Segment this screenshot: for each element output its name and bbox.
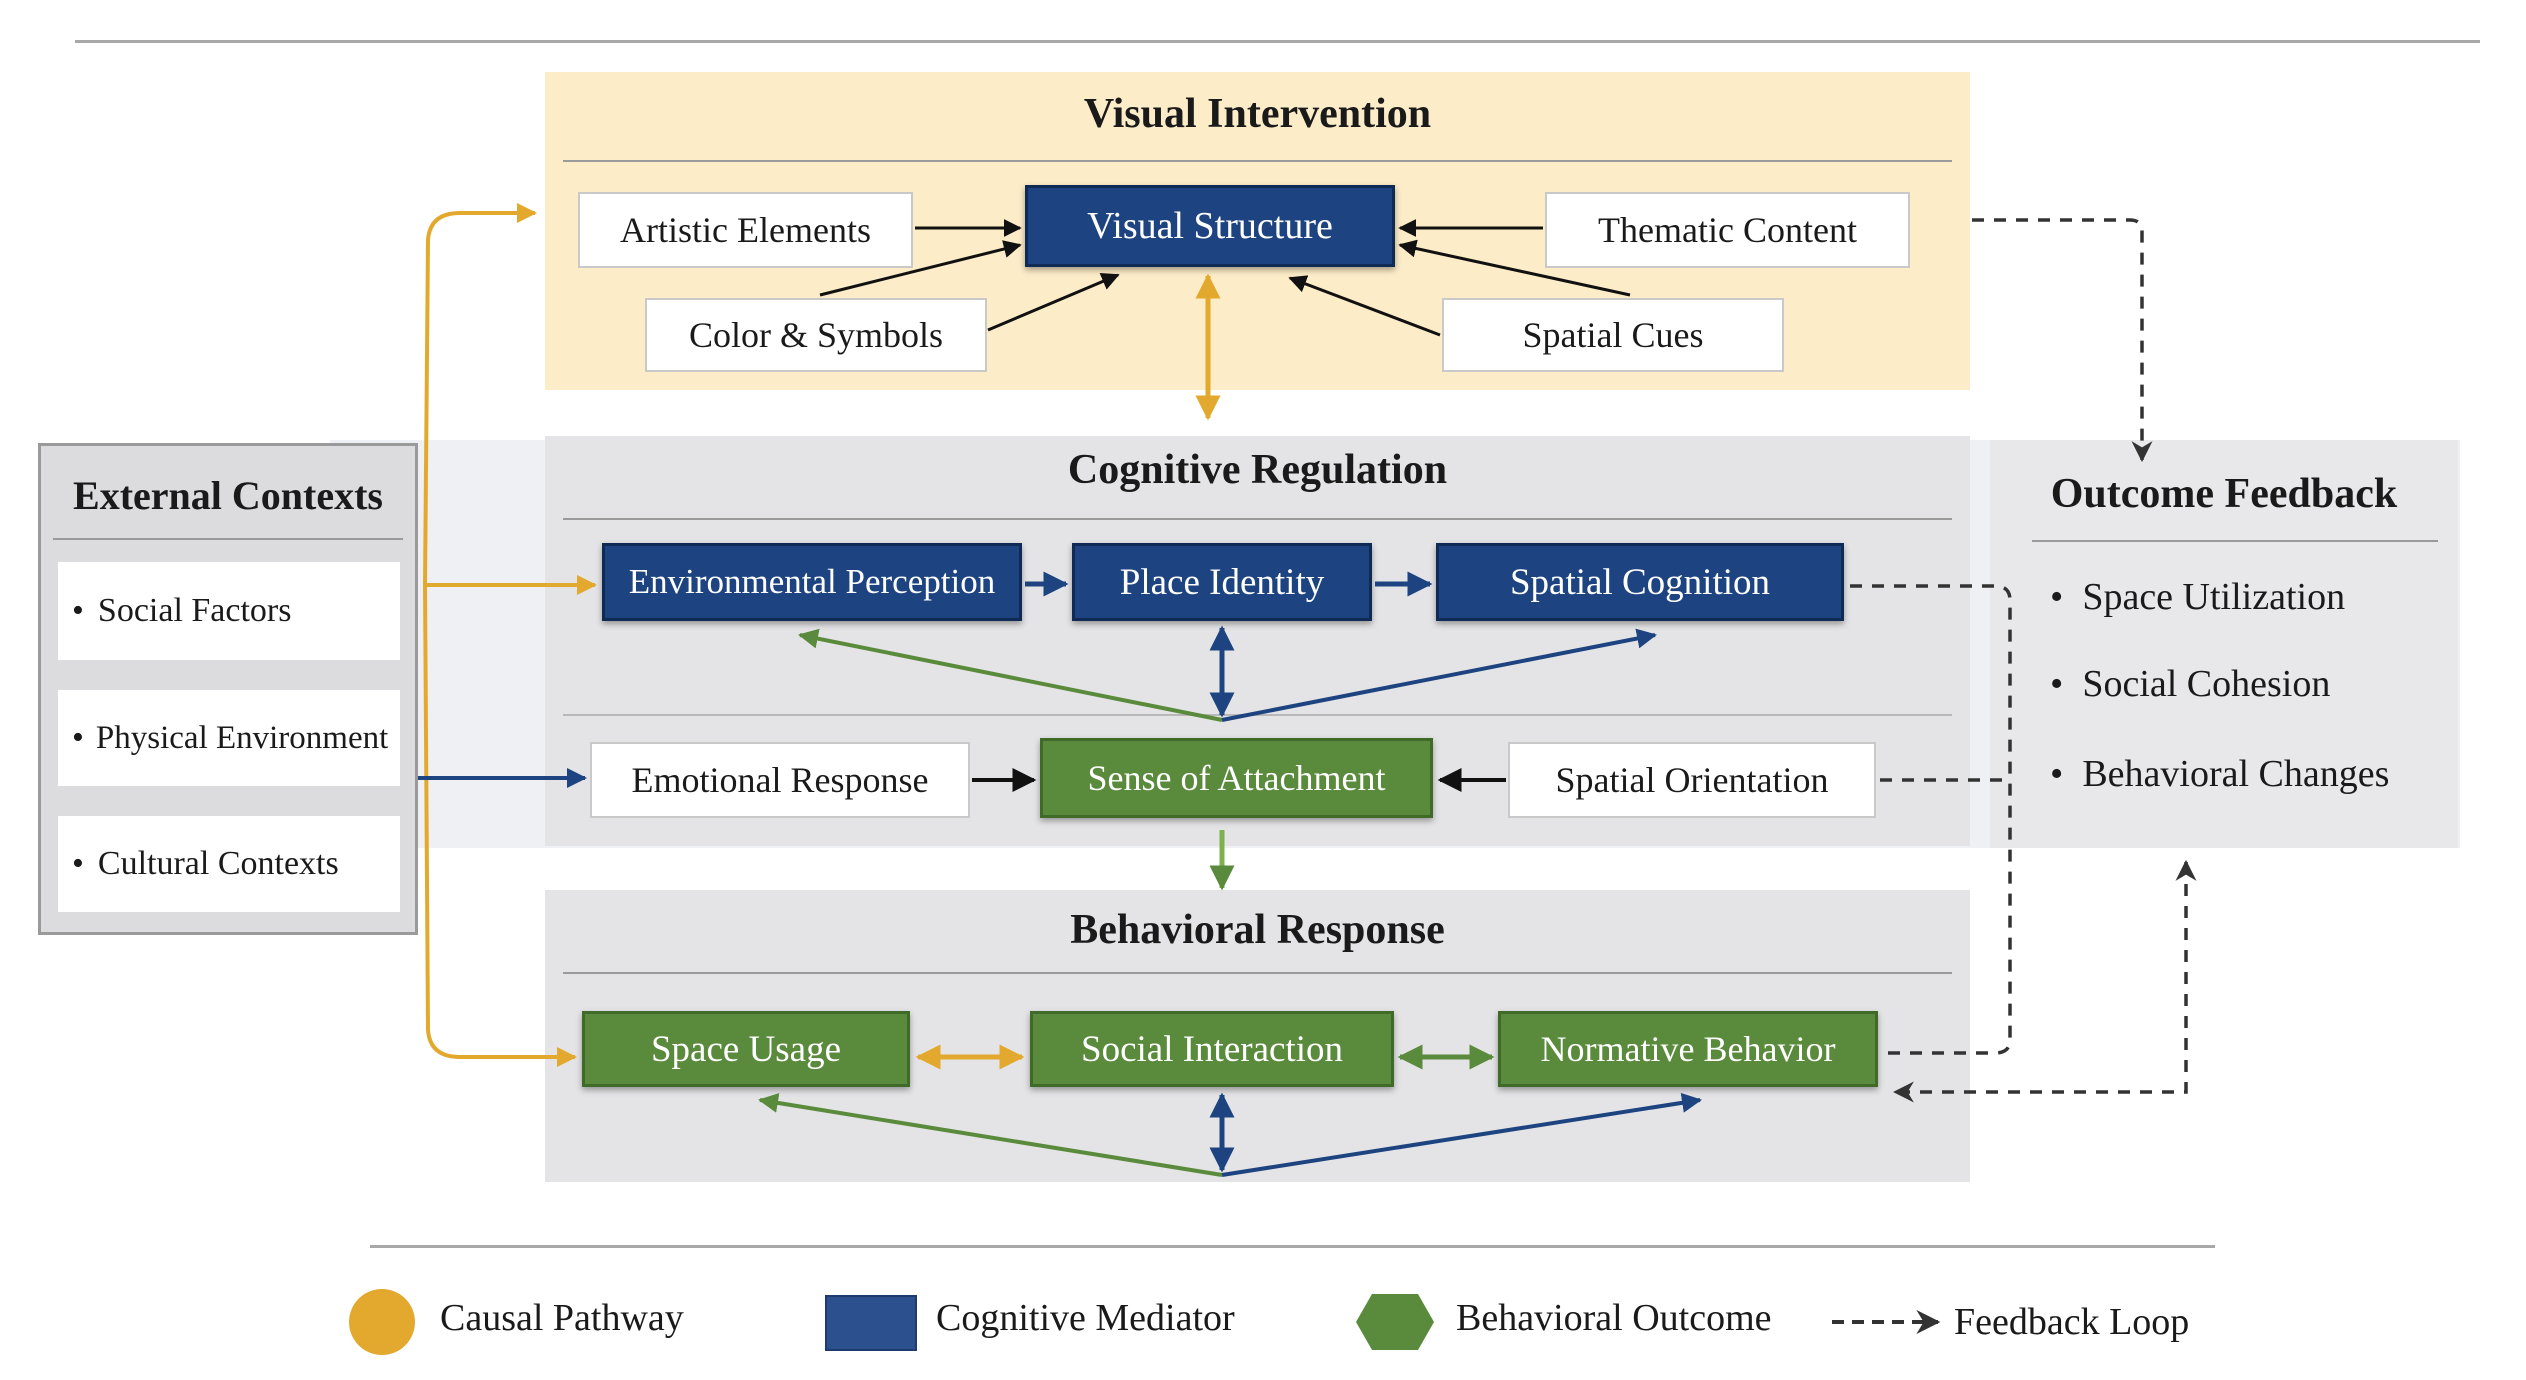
legend-feedback-label: Feedback Loop — [1954, 1301, 2190, 1343]
behavioral-response-separator — [563, 972, 1952, 974]
place-identity-box: Place Identity — [1072, 543, 1372, 621]
outcome-feedback-separator — [2032, 540, 2438, 542]
bullet: • — [2050, 663, 2083, 705]
social-interaction-box: Social Interaction — [1030, 1011, 1394, 1087]
bullet: • — [72, 592, 84, 629]
artistic-elements-box: Artistic Elements — [578, 192, 913, 268]
outcome-item: • Space Utilization — [2050, 576, 2346, 618]
outcome-item: • Social Cohesion — [2050, 663, 2331, 705]
outcome-item: • Behavioral Changes — [2050, 753, 2390, 795]
legend-causal-icon — [349, 1289, 415, 1355]
legend-divider — [370, 1245, 2215, 1248]
visual-structure-box: Visual Structure — [1025, 185, 1395, 267]
visual-intervention-title: Visual Intervention — [1083, 91, 1432, 137]
legend-cognitive-icon — [825, 1295, 917, 1351]
external-contexts-title: External Contexts — [73, 473, 383, 518]
bullet: • — [2050, 576, 2083, 618]
space-usage-box: Space Usage — [582, 1011, 910, 1087]
normative-behavior-box: Normative Behavior — [1498, 1011, 1878, 1087]
bullet: • — [2050, 753, 2083, 795]
external-context-item: •Cultural Contexts — [58, 816, 400, 912]
bullet: • — [72, 845, 84, 882]
cognitive-regulation-title: Cognitive Regulation — [1067, 447, 1448, 493]
cognitive-regulation-separator — [563, 518, 1952, 520]
cognitive-regulation-inner-separator — [563, 714, 1952, 716]
bullet: • — [72, 719, 84, 756]
external-contexts-separator — [53, 538, 403, 540]
spatial-cognition-box: Spatial Cognition — [1436, 543, 1844, 621]
color-symbols-box: Color & Symbols — [645, 298, 987, 372]
spatial-cues-box: Spatial Cues — [1442, 298, 1784, 372]
legend-behavioral-label: Behavioral Outcome — [1456, 1297, 1772, 1339]
environmental-perception-box: Environmental Perception — [602, 543, 1022, 621]
external-context-item: •Social Factors — [58, 562, 400, 660]
outcome-feedback-panel: Outcome Feedback — [1990, 440, 2458, 848]
external-context-item: •Physical Environment — [58, 690, 400, 786]
spatial-orientation-box: Spatial Orientation — [1508, 742, 1876, 818]
thematic-content-box: Thematic Content — [1545, 192, 1910, 268]
behavioral-response-title: Behavioral Response — [1070, 907, 1445, 953]
sense-of-attachment-box: Sense of Attachment — [1040, 738, 1433, 818]
legend-causal-label: Causal Pathway — [440, 1297, 684, 1339]
top-divider — [75, 40, 2480, 43]
emotional-response-box: Emotional Response — [590, 742, 970, 818]
legend-cognitive-label: Cognitive Mediator — [936, 1297, 1235, 1339]
feedback-visual-to-outcome — [1972, 218, 2153, 463]
legend-behavioral-icon — [1356, 1294, 1434, 1350]
outcome-feedback-title: Outcome Feedback — [2050, 471, 2398, 517]
visual-intervention-separator — [563, 160, 1952, 162]
